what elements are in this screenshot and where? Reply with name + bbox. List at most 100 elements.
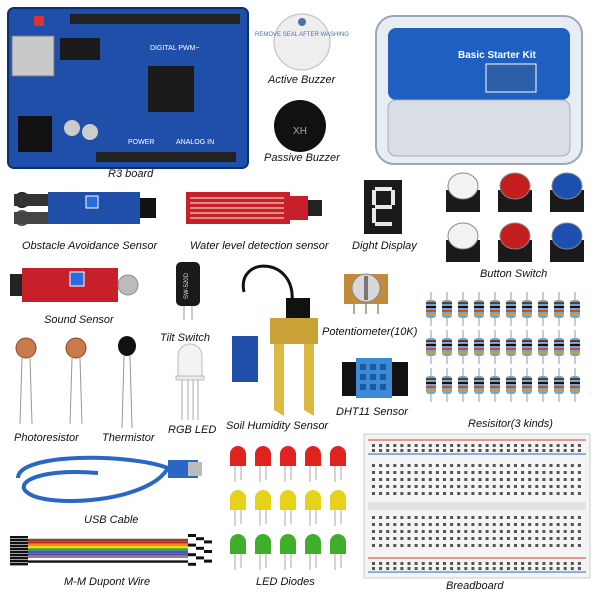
breadboard-hole <box>492 523 496 526</box>
breadboard-hole <box>457 516 461 519</box>
resistor-band <box>570 340 580 342</box>
breadboard-hole <box>471 567 475 570</box>
breadboard-hole <box>549 478 553 481</box>
resistor-band <box>538 302 548 304</box>
breadboard-hole <box>514 471 517 474</box>
resistor-band <box>490 382 500 384</box>
breadboard-hole <box>414 444 418 447</box>
breadboard-hole <box>393 492 397 495</box>
dupont-connector <box>10 560 28 563</box>
resistor-band <box>426 314 436 316</box>
breadboard-hole <box>485 523 489 526</box>
breadboard-hole <box>471 544 475 547</box>
resistor-band <box>442 340 452 342</box>
breadboard-hole <box>528 478 532 481</box>
resistor-band <box>458 340 468 342</box>
breadboard-hole <box>478 530 482 533</box>
breadboard-hole <box>570 537 574 540</box>
breadboard-hole <box>570 444 574 447</box>
breadboard-hole <box>577 485 581 488</box>
breadboard-hole <box>556 485 560 488</box>
breadboard-hole <box>414 544 418 547</box>
breadboard-hole <box>485 485 489 488</box>
breadboard-hole <box>435 471 439 474</box>
breadboard-hole <box>386 471 390 474</box>
resistor-band <box>570 348 580 350</box>
breadboard-hole <box>556 464 560 467</box>
resistor-band <box>506 390 516 392</box>
breadboard-hole <box>521 537 525 540</box>
breadboard-hole <box>421 523 425 526</box>
breadboard-hole <box>421 471 425 474</box>
active-buzzer-image: REMOVE SEAL AFTER WASHING <box>255 12 349 72</box>
water-level-sensor-label: Water level detection sensor <box>190 240 329 252</box>
breadboard-hole <box>556 444 560 447</box>
usb-cable-label: USB Cable <box>84 514 139 526</box>
breadboard-label: Breadboard <box>446 580 504 592</box>
dupont-connector <box>10 545 28 548</box>
dupont-connector <box>10 563 28 566</box>
breadboard-hole <box>563 444 567 447</box>
breadboard-hole <box>556 537 560 540</box>
breadboard-hole <box>549 567 553 570</box>
breadboard-hole <box>514 492 517 495</box>
breadboard-hole <box>443 516 446 519</box>
resistor-band <box>538 382 548 384</box>
breadboard-hole <box>400 537 404 540</box>
resistor-band <box>506 344 516 346</box>
breadboard-hole <box>506 516 510 519</box>
breadboard-channel <box>368 502 586 510</box>
breadboard-hole <box>528 562 532 565</box>
resistor-band <box>506 302 516 304</box>
breadboard-hole <box>443 478 446 481</box>
breadboard-hole <box>379 562 383 565</box>
resistor-band <box>426 386 436 388</box>
breadboard-hole <box>421 516 425 519</box>
board-power-text: POWER <box>128 139 154 146</box>
breadboard-hole <box>421 485 425 488</box>
resistor-band <box>490 306 500 308</box>
resistor-body <box>570 300 580 318</box>
digit-display-label: Dight Display <box>352 240 417 252</box>
breadboard-hole <box>393 464 397 467</box>
breadboard-hole <box>400 567 404 570</box>
resistor-body <box>442 376 452 394</box>
resistor-band <box>442 314 452 316</box>
breadboard-hole <box>478 464 482 467</box>
resistor-band <box>426 382 436 384</box>
resistor-band <box>474 306 484 308</box>
breadboard-hole <box>471 464 475 467</box>
breadboard-hole <box>528 516 532 519</box>
box-title-text: Basic Starter Kit <box>458 50 536 61</box>
breadboard-hole <box>577 530 581 533</box>
breadboard-hole <box>556 544 560 547</box>
breadboard-hole <box>542 544 546 547</box>
breadboard-hole <box>577 537 581 540</box>
led-body <box>230 490 246 510</box>
tilt-switch-label: Tilt Switch <box>160 332 211 344</box>
resistor-band <box>522 340 532 342</box>
resistor-band <box>570 390 580 392</box>
breadboard-hole <box>428 485 432 488</box>
breadboard-hole <box>464 449 468 452</box>
breadboard-hole <box>542 444 546 447</box>
breadboard-hole <box>457 449 461 452</box>
breadboard-hole <box>414 567 418 570</box>
resistor-body <box>522 338 532 356</box>
breadboard-hole <box>471 449 475 452</box>
breadboard-hole <box>407 544 411 547</box>
breadboard-hole <box>556 523 560 526</box>
resistor-band <box>522 310 532 312</box>
breadboard-hole <box>492 492 496 495</box>
dupont-connector <box>10 554 28 557</box>
breadboard-hole <box>379 567 383 570</box>
resistor-band <box>554 390 564 392</box>
breadboard-hole <box>379 537 383 540</box>
breadboard-hole <box>421 492 425 495</box>
resistor-band <box>474 314 484 316</box>
breadboard-hole <box>435 464 439 467</box>
breadboard-hole <box>542 485 546 488</box>
breadboard-hole <box>457 444 461 447</box>
breadboard-hole <box>428 523 432 526</box>
breadboard-hole <box>407 516 411 519</box>
